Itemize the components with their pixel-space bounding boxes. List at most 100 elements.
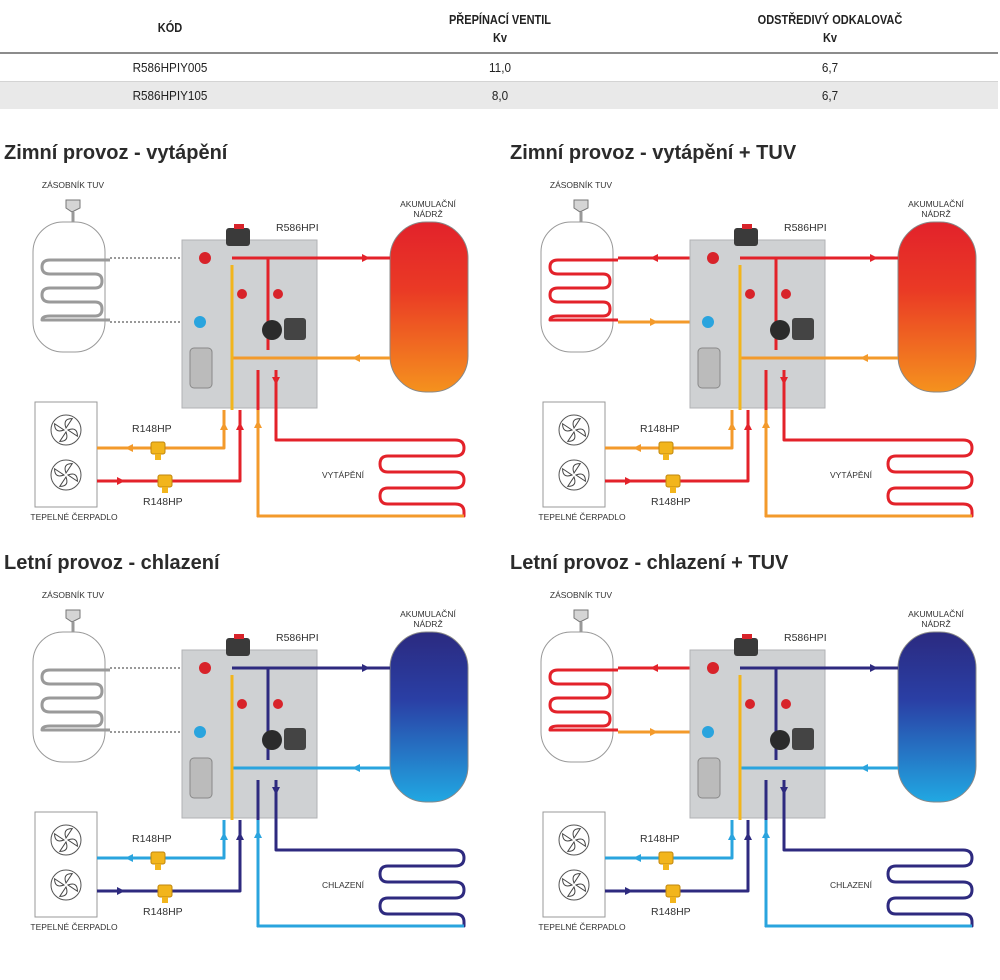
valve-r148hp-icon <box>157 884 173 898</box>
fan-blade <box>562 877 574 887</box>
flow-arrow <box>362 664 370 672</box>
accum-tank <box>389 221 469 393</box>
pipe-circuit-return <box>764 820 972 928</box>
flow-arrow <box>633 444 641 452</box>
label-accum-line1: AKUMULAČNÍ <box>908 199 964 209</box>
label-tank-tuv: ZÁSOBNÍK TUV <box>41 180 105 190</box>
diagram-winter-heating-tuv: ZÁSOBNÍK TUV AKUMULAČNÍ NÁDRŽ R586HPI R1… <box>508 170 1000 570</box>
fan-blade <box>54 832 66 842</box>
fan-blade <box>572 463 582 475</box>
valve-handle-icon <box>707 662 719 674</box>
fan-icon <box>558 414 590 446</box>
label-circuit: CHLAZENÍ <box>322 880 365 890</box>
fan-blade <box>574 473 586 483</box>
valve-handle-icon <box>237 289 247 299</box>
flow-arrow <box>650 318 658 326</box>
diagram-svg <box>32 199 469 518</box>
valve-handle-icon <box>273 289 283 299</box>
valve-handle-icon <box>745 699 755 709</box>
actuator-top <box>742 224 752 229</box>
flow-arrow <box>728 422 736 430</box>
fan-icon <box>558 459 590 491</box>
flow-arrow <box>870 254 878 262</box>
flow-arrow <box>352 354 360 362</box>
actuator-icon <box>734 228 758 246</box>
title-winter-heating-tuv: Zimní provoz - vytápění + TUV <box>510 142 797 164</box>
separator-icon <box>189 757 213 799</box>
flow-arrow <box>236 832 244 840</box>
flow-arrow <box>780 377 788 385</box>
label-heat-pump: TEPELNÉ ČERPADLO <box>30 922 118 932</box>
actuator-icon <box>226 228 250 246</box>
diagram-summer-cooling: ZÁSOBNÍK TUV AKUMULAČNÍ NÁDRŽ R586HPI R1… <box>0 580 500 980</box>
fan-blade <box>66 883 78 893</box>
pump-icon <box>284 318 306 340</box>
fan-blade <box>66 473 78 483</box>
fan-blade <box>574 883 586 893</box>
valve-r148hp-stem <box>162 487 168 493</box>
fan-blade <box>572 873 582 885</box>
valve-handle-icon <box>237 699 247 709</box>
label-heat-pump: TEPELNÉ ČERPADLO <box>30 512 118 522</box>
header-separator: ODSTŘEDIVÝ ODKALOVAČ Kv <box>733 11 927 47</box>
flow-arrow <box>744 422 752 430</box>
pump-icon <box>792 728 814 750</box>
valve-handle-icon <box>781 289 791 299</box>
fan-icon <box>50 414 82 446</box>
accum-tank <box>897 631 977 803</box>
actuator-top <box>234 634 244 639</box>
title-winter-heating: Zimní provoz - vytápění <box>4 142 228 164</box>
flow-arrow <box>125 444 133 452</box>
label-valve-top: R148HP <box>132 423 172 435</box>
flow-arrow <box>744 832 752 840</box>
label-tank-tuv: ZÁSOBNÍK TUV <box>549 180 613 190</box>
fan-blade <box>566 430 576 442</box>
diagram-svg <box>540 199 977 518</box>
fan-blade <box>574 838 586 848</box>
valve-r148hp-stem <box>162 897 168 903</box>
fan-blade <box>54 877 66 887</box>
pipe-circuit-return <box>256 820 464 928</box>
label-unit: R586HPI <box>276 632 319 644</box>
header-separator-line1: ODSTŘEDIVÝ ODKALOVAČ <box>757 13 903 27</box>
pipe-circuit-return <box>764 410 972 518</box>
flow-arrow <box>236 422 244 430</box>
valve-handle-icon <box>745 289 755 299</box>
cell-separator-kv: 6,7 <box>821 88 839 103</box>
valve-handle-icon <box>273 699 283 709</box>
separator-icon <box>697 347 721 389</box>
pump-motor-icon <box>262 320 282 340</box>
valve-handle-icon <box>707 252 719 264</box>
fan-icon <box>50 869 82 901</box>
label-tank-tuv: ZÁSOBNÍK TUV <box>41 590 105 600</box>
cell-code: R586HPIY105 <box>132 88 208 103</box>
flow-arrow <box>650 664 658 672</box>
flow-arrow <box>272 377 280 385</box>
fan-blade <box>64 463 74 475</box>
header-valve-line2: Kv <box>492 31 508 45</box>
fan-blade <box>64 418 74 430</box>
fan-blade <box>566 475 576 487</box>
label-valve-bottom: R148HP <box>143 906 183 918</box>
cell-valve-kv: 11,0 <box>489 60 511 75</box>
cell-valve-kv: 8,0 <box>491 88 509 103</box>
label-heat-pump: TEPELNÉ ČERPADLO <box>538 512 626 522</box>
accum-tank <box>897 221 977 393</box>
label-valve-bottom: R148HP <box>651 496 691 508</box>
fan-blade <box>562 467 574 477</box>
flow-arrow <box>220 422 228 430</box>
flow-arrow <box>254 830 262 838</box>
pump-icon <box>284 728 306 750</box>
accum-tank <box>389 631 469 803</box>
pipe-hp-supply <box>97 410 242 483</box>
flow-arrow <box>762 830 770 838</box>
actuator-icon <box>734 638 758 656</box>
label-unit: R586HPI <box>784 222 827 234</box>
valve-r148hp-icon <box>150 851 166 865</box>
header-code: KÓD <box>157 21 183 35</box>
flow-arrow <box>728 832 736 840</box>
diagram-winter-heating: ZÁSOBNÍK TUV AKUMULAČNÍ NÁDRŽ R586HPI R1… <box>0 170 500 570</box>
valve-r148hp-stem <box>663 454 669 460</box>
valve-r148hp-icon <box>665 884 681 898</box>
title-summer-cooling-tuv: Letní provoz - chlazení + TUV <box>510 552 789 574</box>
